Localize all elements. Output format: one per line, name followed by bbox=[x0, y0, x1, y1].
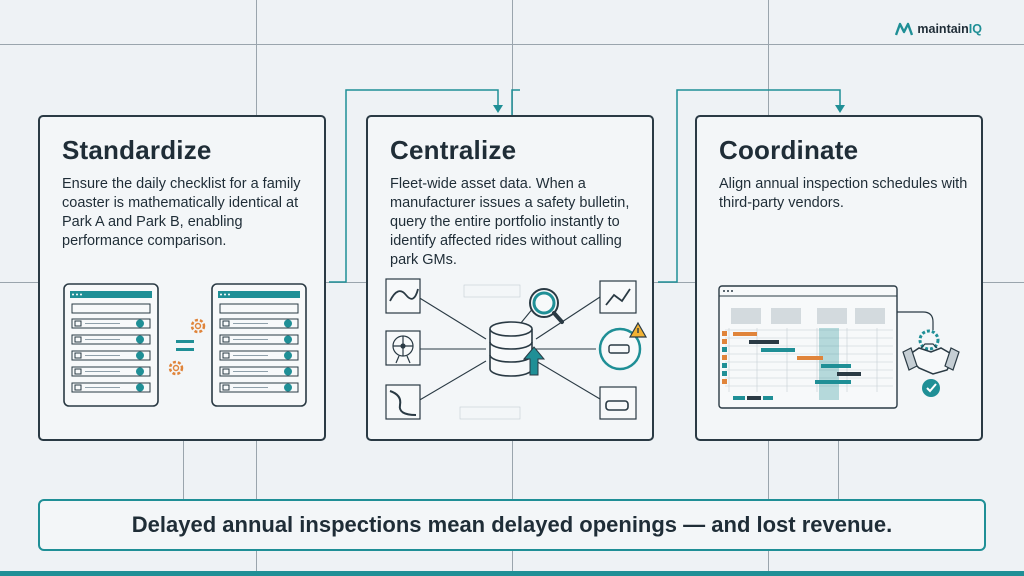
card-body: Fleet-wide asset data. When a manufactur… bbox=[390, 176, 630, 268]
logo-text: maintainIQ bbox=[917, 22, 982, 36]
logo-text-suffix: IQ bbox=[968, 22, 982, 36]
logo-mark-icon bbox=[895, 22, 914, 36]
ride-tile-icon bbox=[599, 280, 637, 314]
tablet-park-b-icon bbox=[211, 283, 307, 407]
equals-gears-icon bbox=[168, 318, 206, 376]
asset-database-network-illustration bbox=[385, 278, 648, 420]
ferris-wheel-tile-icon bbox=[385, 330, 421, 366]
banner-text: Delayed annual inspections mean delayed … bbox=[131, 512, 893, 537]
card-body: Ensure the daily checklist for a family … bbox=[62, 176, 301, 249]
vendor-schedule-illustration bbox=[718, 285, 960, 409]
grid-line bbox=[838, 441, 839, 499]
bumper-car-tile-icon bbox=[599, 386, 637, 420]
card-title: Coordinate bbox=[719, 135, 859, 165]
tablet-park-a-icon bbox=[63, 283, 159, 407]
card-coordinate: Coordinate Align annual inspection sched… bbox=[695, 115, 983, 441]
gantt-calendar-icon bbox=[718, 285, 898, 409]
magnifier-icon bbox=[529, 288, 564, 324]
card-centralize: Centralize Fleet-wide asset data. When a… bbox=[366, 115, 654, 441]
card-title: Standardize bbox=[62, 135, 212, 165]
brand-logo: maintainIQ bbox=[895, 22, 982, 36]
water-slide-tile-icon bbox=[385, 384, 421, 420]
card-title: Centralize bbox=[390, 135, 517, 165]
logo-text-prefix: maintain bbox=[917, 22, 969, 36]
checklist-comparison-illustration bbox=[63, 283, 307, 407]
coaster-tile-icon bbox=[385, 278, 421, 314]
upload-arrow-icon bbox=[522, 346, 546, 376]
affected-ride-alert-icon bbox=[598, 321, 648, 371]
vendor-handshake-icon bbox=[902, 329, 960, 397]
grid-line bbox=[183, 441, 184, 499]
bottom-accent-bar bbox=[0, 571, 1024, 576]
card-body: Align annual inspection schedules with t… bbox=[719, 176, 968, 211]
revenue-warning-banner: Delayed annual inspections mean delayed … bbox=[38, 499, 986, 551]
database-icon bbox=[489, 321, 533, 377]
card-standardize: Standardize Ensure the daily checklist f… bbox=[38, 115, 326, 441]
